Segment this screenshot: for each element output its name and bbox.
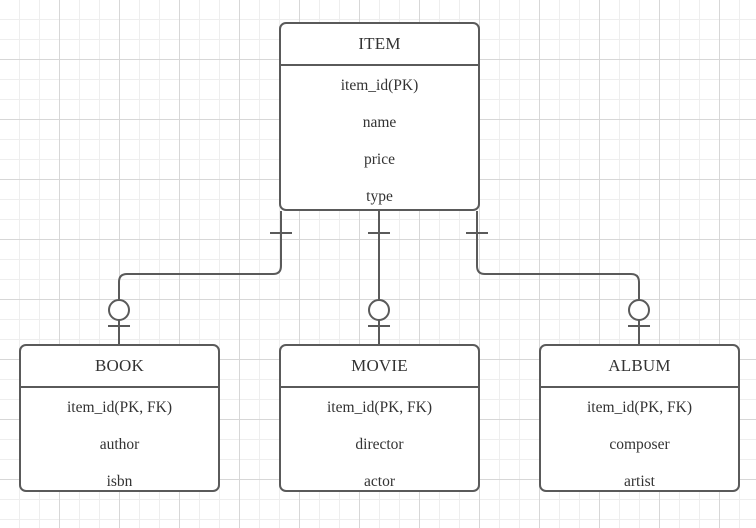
attribute-album-2: artist <box>624 473 655 490</box>
attribute-movie-1: director <box>355 436 404 453</box>
attribute-list-movie: item_id(PK, FK) director actor <box>281 389 478 500</box>
attribute-album-1: composer <box>609 436 670 453</box>
entity-title-album: ALBUM <box>541 346 738 388</box>
cardinality-zero-circle-circle-book <box>108 299 130 321</box>
attribute-item-2: price <box>364 151 395 168</box>
entity-album[interactable]: ALBUM item_id(PK, FK) composer artist <box>539 344 740 492</box>
cardinality-zero-circle-circle-album <box>628 299 650 321</box>
attribute-list-item: item_id(PK)name price type <box>281 67 478 215</box>
attribute-movie-0: item_id(PK, FK) <box>326 399 433 416</box>
attribute-book-1: author <box>99 436 140 453</box>
entity-movie[interactable]: MOVIE item_id(PK, FK) director actor <box>279 344 480 492</box>
attribute-item-3: type <box>366 188 393 205</box>
attribute-item-1: name <box>362 114 397 131</box>
relationship-line-item-book[interactable] <box>118 211 282 344</box>
attribute-book-0: item_id(PK, FK) <box>66 399 173 416</box>
attribute-movie-2: actor <box>364 473 395 490</box>
relationship-line-item-album[interactable] <box>476 211 640 344</box>
attribute-item-0: item_id(PK) <box>340 77 419 94</box>
entity-title-movie: MOVIE <box>281 346 478 388</box>
entity-title-item: ITEM <box>281 24 478 66</box>
entity-title-book: BOOK <box>21 346 218 388</box>
entity-book[interactable]: BOOK item_id(PK, FK) author isbn <box>19 344 220 492</box>
entity-item[interactable]: ITEM item_id(PK)name price type <box>279 22 480 211</box>
cardinality-zero-circle-circle-movie <box>368 299 390 321</box>
attribute-book-2: isbn <box>106 473 133 490</box>
attribute-list-album: item_id(PK, FK) composer artist <box>541 389 738 500</box>
attribute-album-0: item_id(PK, FK) <box>586 399 693 416</box>
attribute-list-book: item_id(PK, FK) author isbn <box>21 389 218 500</box>
